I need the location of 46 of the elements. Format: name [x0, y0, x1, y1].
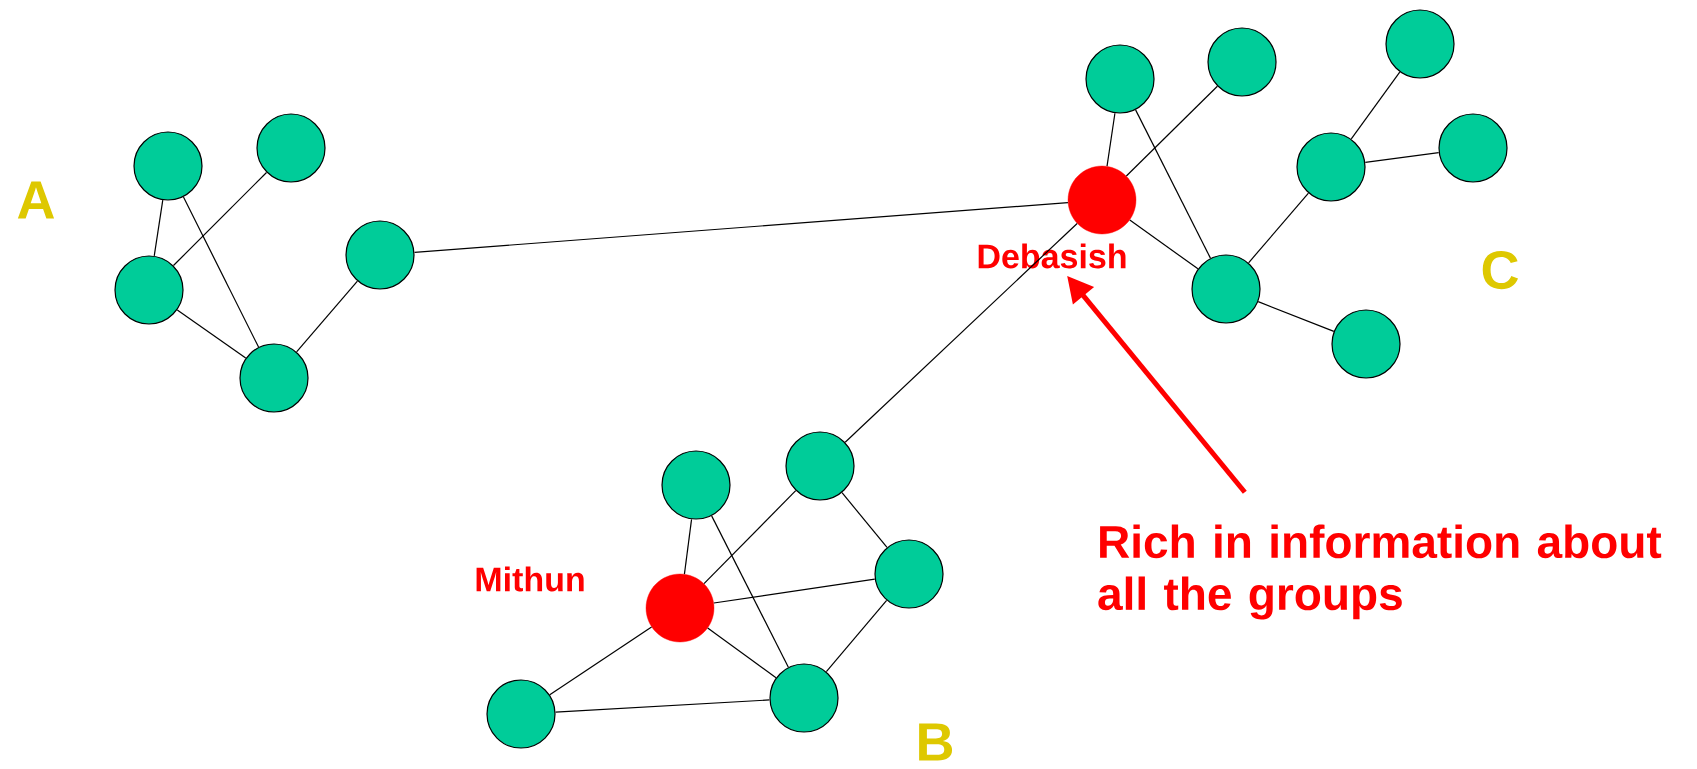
connector-line [1350, 71, 1401, 140]
connector-line [1129, 219, 1199, 270]
network-circle [1191, 254, 1261, 324]
connector-line [1125, 85, 1218, 177]
network-circle [769, 663, 839, 733]
connector-line [1106, 112, 1116, 167]
network-circle [785, 431, 855, 501]
network-circle [345, 220, 415, 290]
connector-line [1248, 192, 1310, 264]
connector-line [683, 518, 693, 575]
network-circle [661, 450, 731, 520]
connector-line [296, 280, 359, 353]
network-circle [1085, 44, 1155, 114]
connector-line [554, 699, 771, 713]
connector-line [1364, 152, 1440, 163]
connector-line [841, 492, 888, 548]
group-letter: A [17, 181, 55, 219]
connector-line [703, 490, 797, 585]
network-circle [874, 539, 944, 609]
connector-line [1135, 109, 1211, 259]
connector-line [825, 599, 888, 673]
network-circle [1207, 27, 1277, 97]
connector-line [711, 515, 789, 668]
callout-text: Rich in information about all the groups [1098, 524, 1662, 620]
network-circle [1296, 132, 1366, 202]
network-circle [1438, 113, 1508, 183]
network-circle [256, 113, 326, 183]
connector-line [844, 222, 1078, 443]
connector-line [413, 202, 1069, 253]
network-circle [239, 343, 309, 413]
connector-line [1257, 301, 1335, 332]
connector-line [153, 199, 164, 257]
connector-line [707, 627, 777, 679]
network-circle [133, 131, 203, 201]
network-circle [1331, 309, 1401, 379]
group-letter: B [919, 723, 953, 761]
network-circle [114, 255, 184, 325]
network-circle [486, 679, 556, 749]
connector-line [713, 578, 876, 604]
group-letter: C [1482, 250, 1519, 290]
connector-line [176, 309, 247, 359]
network-circle [1385, 9, 1455, 79]
connector-line [182, 196, 260, 348]
name-label: Mithun [473, 565, 587, 593]
connector-line [172, 171, 268, 267]
connector-line [549, 626, 653, 696]
